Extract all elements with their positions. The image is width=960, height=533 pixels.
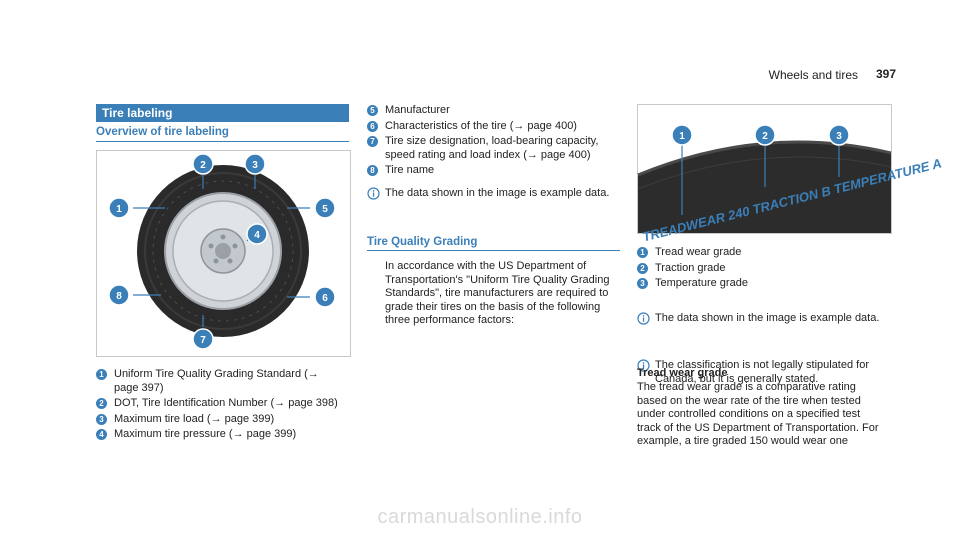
tire-label-list-2: 5 Manufacturer 6 Characteristics of the ti… (367, 104, 619, 180)
number-badge: 5 (367, 105, 378, 116)
list-item: 1 Tread wear grade (637, 246, 890, 260)
svg-text:8: 8 (116, 291, 122, 302)
watermark: carmanualsonline.info (377, 506, 583, 528)
note-text: The classification is not legally stipul… (655, 359, 869, 385)
list-item: 6 Characteristics of the tire (→ page 400… (367, 120, 619, 134)
list-item-text: Tread wear grade (655, 246, 742, 258)
svg-text:3: 3 (836, 131, 842, 142)
page-number: 397 (875, 67, 896, 81)
callout-4: 4 (246, 223, 268, 245)
list-item-text: Tire size designation, load-bearing capa… (385, 135, 599, 161)
example-data-note: The data shown in the image is example d… (367, 187, 625, 201)
callout-2: 2 (754, 124, 776, 146)
svg-text:1: 1 (679, 131, 685, 142)
tire-quality-grading-heading: Tire Quality Grading (367, 236, 478, 248)
list-item-text: Manufacturer (385, 104, 450, 116)
callout-2: 2 (192, 153, 214, 175)
note-text: The data shown in the image is example d… (385, 187, 610, 199)
callout-6: 6 (314, 286, 336, 308)
subheading-rule (96, 141, 349, 142)
list-item: 1 Uniform Tire Quality Grading Standard (… (96, 368, 346, 395)
tread-wear-grade-heading: Tread wear grade (637, 367, 728, 379)
svg-text:5: 5 (322, 204, 328, 215)
callout-1: 1 (671, 124, 693, 146)
tread-sidewall-illustration: TREADWEAR 240 TRACTION B TEMPERATURE A 1… (637, 124, 943, 244)
list-item-text: Traction grade (655, 261, 726, 274)
info-icon (637, 311, 650, 325)
list-item: 7 Tire size designation, load-bearing cap… (367, 135, 619, 162)
list-item: 2 Traction grade (637, 262, 890, 276)
list-item-text: Maximum tire pressure (→ page 399) (114, 428, 297, 440)
tire-sidewall-image: 1 2 3 4 5 6 7 8 (96, 150, 351, 357)
list-item: 2 DOT, Tire Identification Number (→ page… (96, 397, 346, 411)
svg-text:6: 6 (322, 293, 328, 304)
list-item: 8 Tire name (367, 164, 619, 178)
grading-paragraph: In accordance with the US Department of … (385, 260, 610, 326)
svg-text:7: 7 (200, 335, 206, 346)
tire-label-list-1: 1 Uniform Tire Quality Grading Standard (… (96, 368, 346, 444)
tread-wear-paragraph: The tread wear grade is a comparative ra… (637, 381, 879, 447)
number-badge: 8 (367, 165, 378, 176)
list-item: 3 Maximum tire load (→ page 399) (96, 413, 346, 427)
list-item-text: DOT, Tire Identification Number (→ page … (114, 397, 338, 409)
callout-8: 8 (108, 284, 130, 306)
svg-text:2: 2 (762, 131, 768, 142)
info-icon (367, 187, 380, 200)
list-item-text: Maximum tire load (→ page 399) (114, 412, 275, 425)
callout-5: 5 (314, 197, 336, 219)
svg-text:2: 2 (200, 160, 206, 171)
tread-grade-image: TREADWEAR 240 TRACTION B TEMPERATURE A 1… (637, 104, 943, 244)
number-badge: 1 (637, 247, 648, 258)
list-item: 5 Manufacturer (367, 104, 619, 118)
tire-illustration: 1 2 3 4 5 6 7 8 (108, 153, 336, 350)
callout-3: 3 (828, 124, 850, 146)
grade-list: 1 Tread wear grade 2 Traction grade 3 Tempe… (637, 246, 890, 293)
number-badge: 1 (96, 369, 107, 380)
svg-text:1: 1 (116, 204, 122, 215)
svg-text:4: 4 (254, 230, 260, 241)
number-badge: 2 (96, 398, 107, 409)
info-icon (637, 359, 650, 372)
list-item-text: Characteristics of the tire (→ page 400) (385, 119, 577, 132)
callout-1: 1 (108, 197, 130, 219)
list-item-text: Temperature grade (655, 277, 748, 289)
svg-text:3: 3 (252, 160, 258, 171)
number-badge: 7 (367, 136, 378, 147)
number-badge: 6 (367, 120, 378, 132)
canada-note: The classification is not legally stipul… (637, 359, 907, 386)
number-badge: 3 (637, 278, 648, 289)
running-header-title: Wheels and tires (768, 68, 858, 82)
list-item-text: Uniform Tire Quality Grading Standard (→… (114, 368, 319, 394)
number-badge: 4 (96, 429, 107, 440)
list-item: 3 Temperature grade (637, 277, 890, 291)
overview-subheading: Overview of tire labeling (96, 126, 229, 138)
callout-3: 3 (244, 153, 266, 175)
number-badge: 2 (637, 262, 648, 274)
callout-7: 7 (192, 328, 214, 350)
list-item: 4 Maximum tire pressure (→ page 399) (96, 428, 346, 442)
list-item-text: Tire name (385, 164, 435, 176)
number-badge: 3 (96, 413, 107, 425)
example-data-note: The data shown in the image is example d… (637, 312, 907, 326)
subheading-rule (367, 250, 620, 251)
section-title-bar: Tire labeling (96, 104, 349, 122)
note-text: The data shown in the image is example d… (655, 311, 880, 324)
